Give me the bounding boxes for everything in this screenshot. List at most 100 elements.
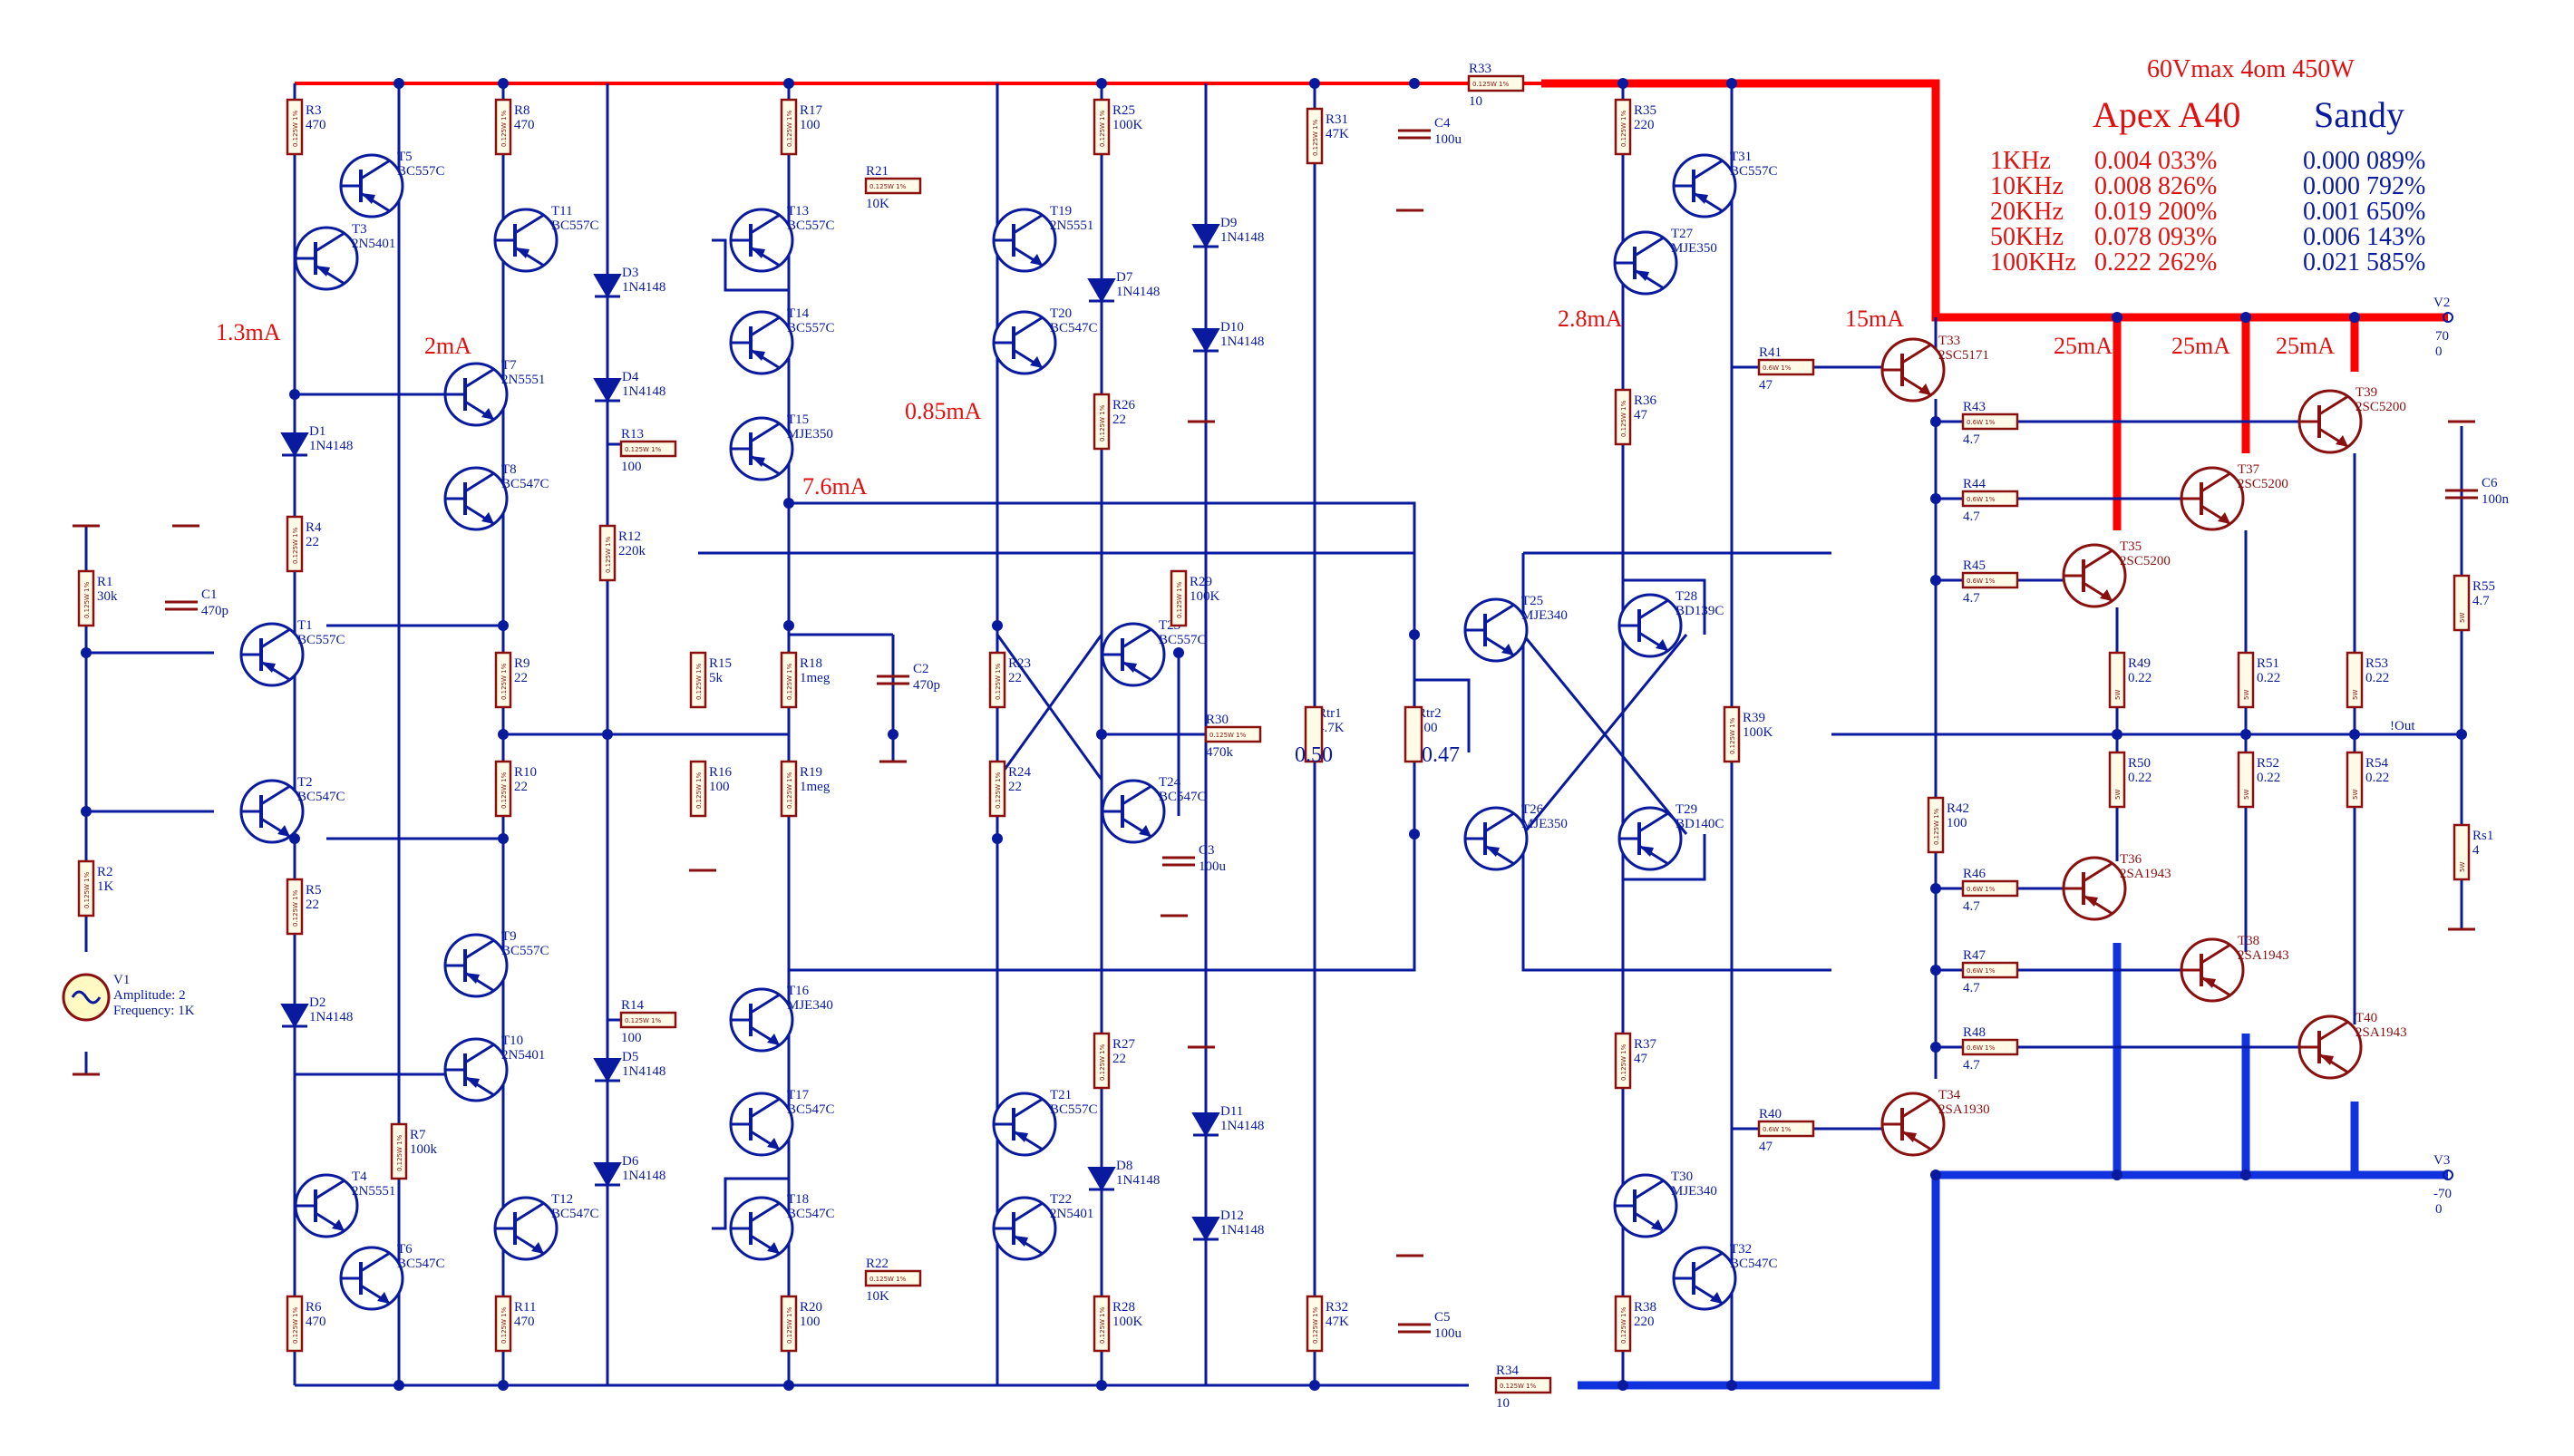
resistor-name: R3 xyxy=(306,103,322,118)
transistor-name: T37 xyxy=(2238,462,2260,477)
resistor-name: R23 xyxy=(1008,656,1031,671)
resistor-name: R15 xyxy=(709,656,732,671)
resistor-name: R48 xyxy=(1963,1025,1986,1040)
transistor-name: T4 xyxy=(352,1170,367,1184)
transistor-name: T6 xyxy=(397,1242,413,1257)
diode-name: D7 xyxy=(1116,270,1133,285)
resistor-rating: 5W xyxy=(2114,790,2122,800)
junction-dot xyxy=(1930,1042,1941,1053)
resistor-value: 22 xyxy=(306,535,319,549)
resistor-value: 1K xyxy=(97,879,114,894)
resistor-value: 100 xyxy=(709,780,730,794)
resistor-value: 10K xyxy=(866,197,889,211)
v2-label: V2 xyxy=(2433,296,2450,310)
diode-part: 1N4148 xyxy=(309,439,353,453)
transistor-part: 2SA1930 xyxy=(1938,1102,1990,1117)
transistor-part: 2N5401 xyxy=(501,1048,545,1063)
resistor-value: 470 xyxy=(306,1315,326,1329)
current-4: 7.6mA xyxy=(802,473,868,500)
junction-dot xyxy=(1173,647,1184,658)
current-8: 25mA xyxy=(2171,333,2230,359)
junction-dot xyxy=(1409,78,1420,89)
resistor-value: 30k xyxy=(97,589,118,604)
resistor-rating: 0.125W 1% xyxy=(83,871,91,908)
transistor-part: BC557C xyxy=(501,944,549,958)
resistor-value: 470 xyxy=(306,118,326,132)
transistor-name: T12 xyxy=(551,1192,573,1207)
resistor-name: R21 xyxy=(866,164,889,179)
resistor-rating: 0.125W 1% xyxy=(83,581,91,618)
resistor-name: Rs1 xyxy=(2472,829,2493,843)
row-frequency: 10KHz xyxy=(1990,172,2064,200)
resistor-name: R25 xyxy=(1112,103,1135,118)
junction-dot xyxy=(888,729,898,740)
resistor-name: R39 xyxy=(1743,711,1765,725)
resistor-rating: 0.125W 1% xyxy=(292,889,299,927)
transistor-part: 2N5551 xyxy=(501,373,545,387)
resistor-name: R54 xyxy=(2365,756,2389,771)
row-frequency: 100KHz xyxy=(1990,248,2076,277)
junction-dot xyxy=(2349,729,2360,740)
resistor-name: R40 xyxy=(1759,1107,1782,1121)
resistor-value: 100 xyxy=(800,1315,821,1329)
transistor-part: BC557C xyxy=(551,218,599,233)
resistor-name: R49 xyxy=(2128,656,2151,671)
resistor-rating: 0.125W 1% xyxy=(500,772,508,809)
transistor-part: 2SA1943 xyxy=(2355,1025,2407,1040)
resistor-rating: 0.125W 1% xyxy=(786,663,793,700)
resistor-rating: 0.125W 1% xyxy=(1620,110,1627,147)
resistor-name: R32 xyxy=(1326,1300,1348,1315)
junction-dot xyxy=(498,729,509,740)
resistor-name: R9 xyxy=(514,656,530,671)
source-name: V1 xyxy=(113,973,130,987)
diode-name: D3 xyxy=(622,266,638,280)
resistor-value: 0.22 xyxy=(2257,671,2280,685)
resistor-rating: 5W xyxy=(2459,862,2466,872)
transistor-name: T8 xyxy=(501,462,517,477)
capacitor-name: C1 xyxy=(201,587,218,602)
transistor-name: T14 xyxy=(787,306,810,321)
current-3: 0.85mA xyxy=(905,398,982,424)
junction-dot xyxy=(2240,729,2251,740)
current-9: 25mA xyxy=(2276,333,2335,359)
resistor-name: R18 xyxy=(800,656,822,671)
current-7: 25mA xyxy=(2054,333,2113,359)
transistor-name: T20 xyxy=(1050,306,1072,321)
diode-name: D9 xyxy=(1220,216,1237,230)
diode-part: 1N4148 xyxy=(1220,335,1264,349)
transistor-part: BC547C xyxy=(551,1207,599,1221)
resistor-rating: 0.125W 1% xyxy=(1472,81,1510,88)
resistor-name: R36 xyxy=(1634,393,1657,408)
capacitor-value: 100u xyxy=(1434,1326,1462,1341)
resistor-value: 1meg xyxy=(800,671,830,685)
resistor-name: R13 xyxy=(621,427,644,442)
resistor-rating: 0.6W 1% xyxy=(1967,967,1996,975)
transistor-part: BC557C xyxy=(1159,633,1207,647)
diode-part: 1N4148 xyxy=(1116,1173,1160,1188)
resistor-rating: 0.125W 1% xyxy=(786,1306,793,1344)
ground-marks xyxy=(73,209,2475,1257)
